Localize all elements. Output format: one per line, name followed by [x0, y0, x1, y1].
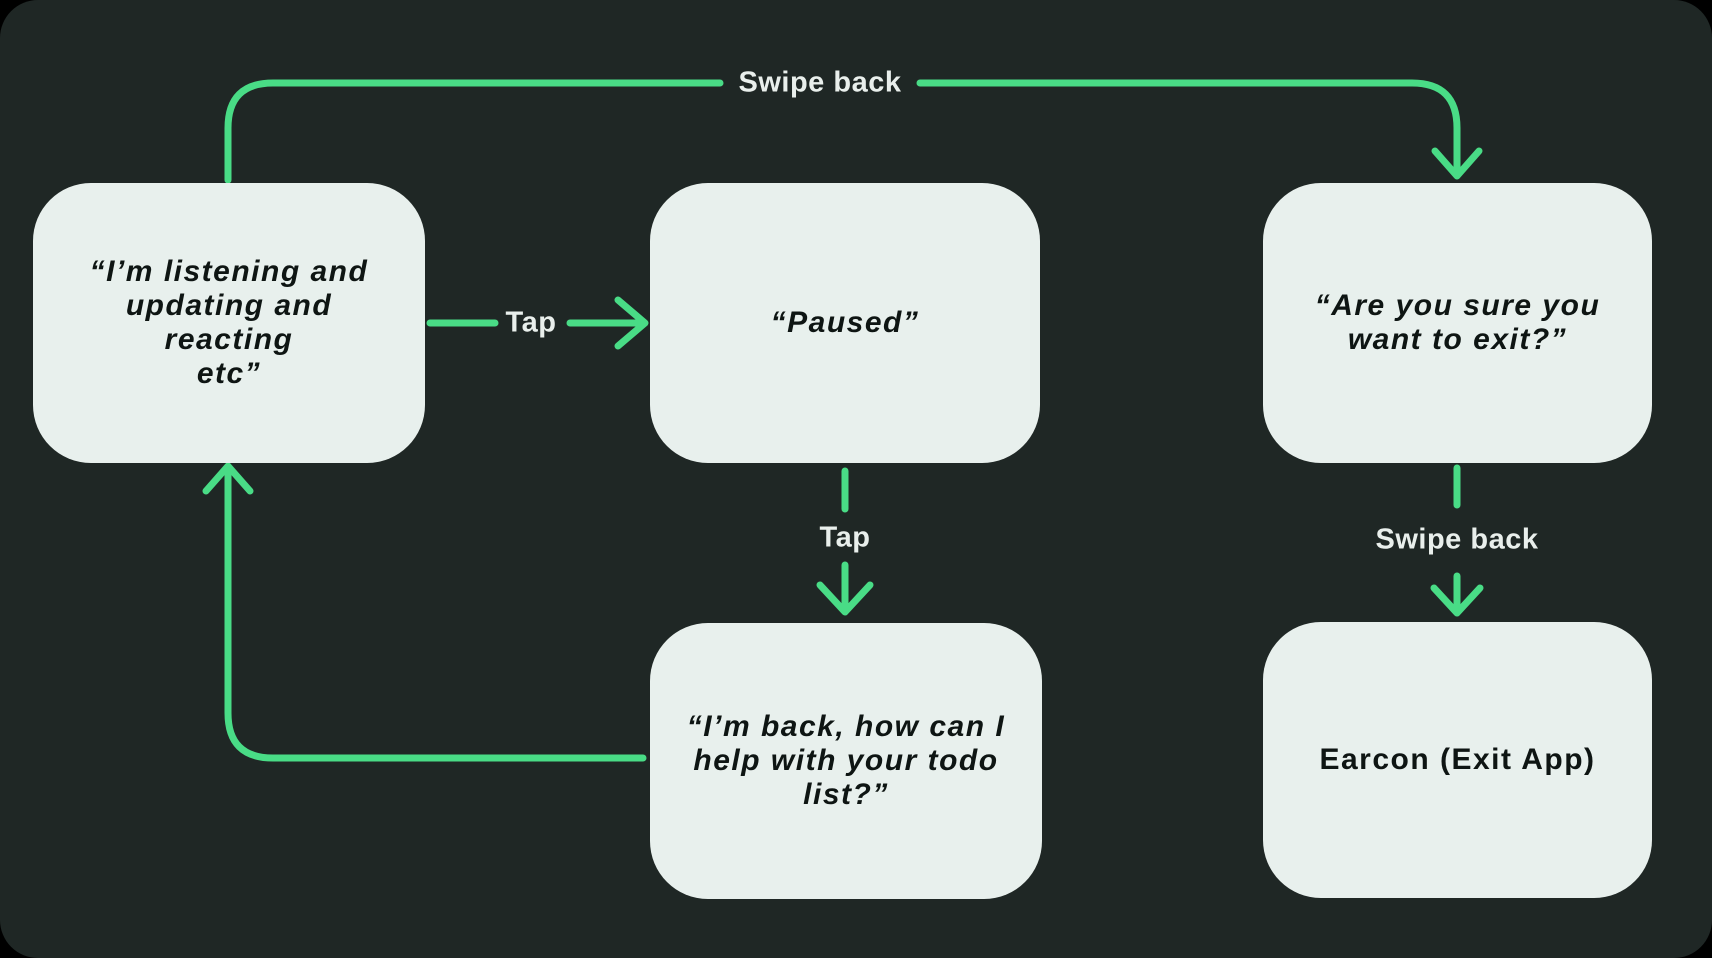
state-box-back-todo-text: “I’m back, how can I help with your todo…	[686, 710, 1006, 811]
state-box-back-todo: “I’m back, how can I help with your todo…	[650, 623, 1042, 899]
state-box-paused: “Paused”	[650, 183, 1040, 463]
arrowhead-down-into-earcon	[1430, 584, 1484, 617]
state-box-paused-text: “Paused”	[770, 306, 920, 340]
state-box-confirm-exit: “Are you sure you want to exit?”	[1263, 183, 1652, 463]
state-box-earcon-exit-app-text: Earcon (Exit App)	[1319, 743, 1596, 777]
arrowhead-down-into-confirm	[1431, 147, 1483, 180]
state-box-listening-text: “I’m listening and updating and reacting…	[89, 255, 369, 390]
edge-label-swipe-back-down: Swipe back	[1375, 523, 1539, 556]
arrowhead-up-into-listening	[202, 462, 254, 495]
edge-label-swipe-back-top: Swipe back	[738, 66, 902, 99]
edge-label-tap-right: Tap	[505, 306, 557, 339]
arrowhead-down-into-backtodo	[816, 581, 874, 616]
edge-return-loop	[224, 468, 647, 762]
state-box-confirm-exit-text: “Are you sure you want to exit?”	[1314, 289, 1601, 356]
state-box-listening: “I’m listening and updating and reacting…	[33, 183, 425, 463]
edge-label-tap-down: Tap	[819, 521, 871, 554]
edge-swipe-back-top-right	[916, 79, 1461, 174]
arrowhead-right-into-paused	[614, 296, 649, 350]
edge-swipe-back-top-left	[224, 79, 724, 184]
state-box-earcon-exit-app: Earcon (Exit App)	[1263, 622, 1652, 898]
